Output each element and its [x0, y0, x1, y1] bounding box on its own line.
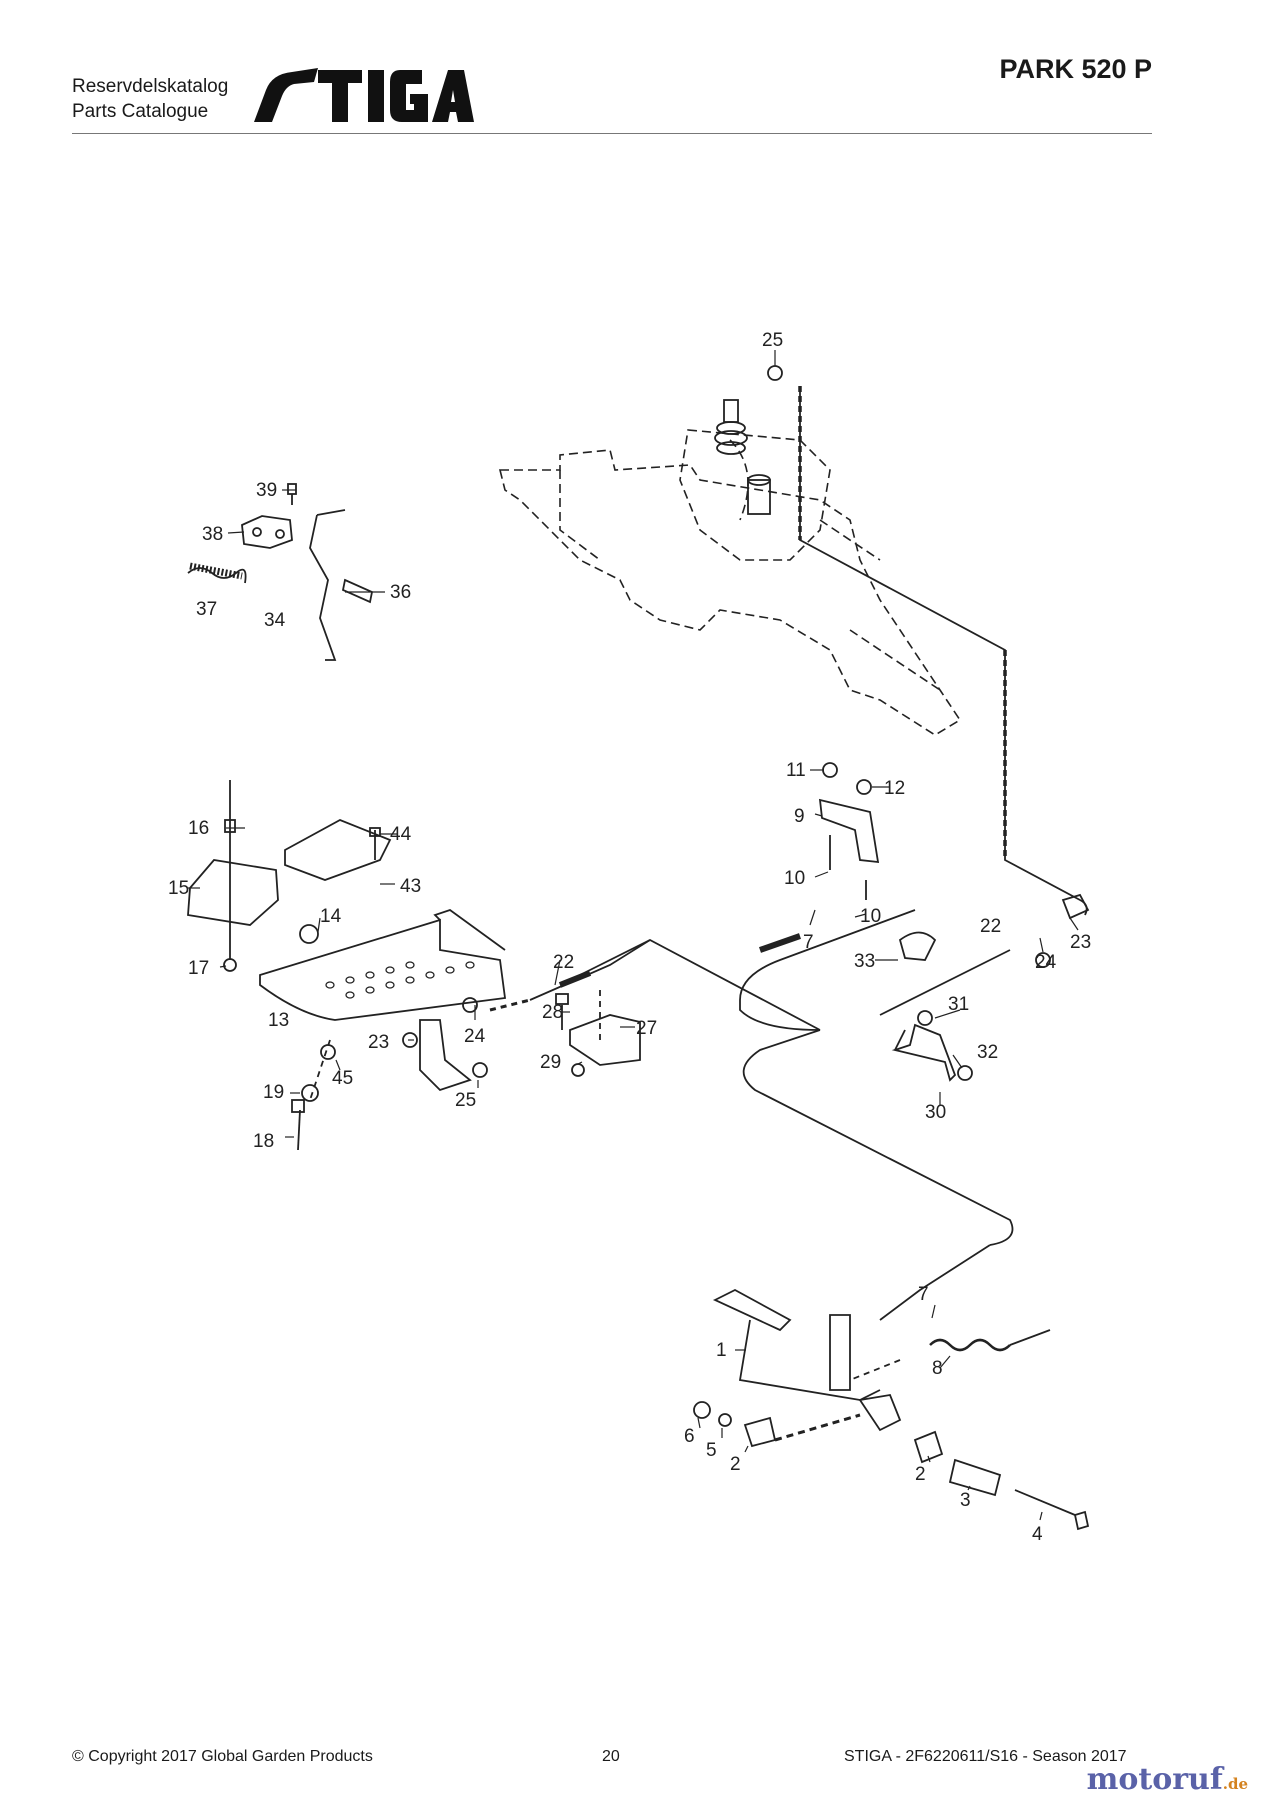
watermark-tld: .de — [1222, 1775, 1248, 1793]
callout: 25 — [455, 1090, 476, 1111]
header-rule — [72, 133, 1152, 134]
callout: 33 — [854, 951, 875, 972]
callout: 1 — [716, 1340, 727, 1361]
catalog-title-english: Parts Catalogue — [72, 101, 209, 122]
callout: 15 — [168, 878, 189, 899]
callout: 44 — [390, 824, 412, 845]
motoruf-watermark: motoruf.de — [1087, 1762, 1248, 1797]
transaxle-outline — [498, 429, 962, 736]
callout: 22 — [980, 916, 1001, 937]
callout: 3 — [960, 1490, 971, 1511]
callout: 4 — [1032, 1524, 1043, 1545]
watermark-name: motoruf — [1086, 1762, 1223, 1797]
stiga-logo — [254, 68, 474, 122]
callout: 11 — [786, 760, 806, 781]
callout: 34 — [264, 610, 286, 631]
callout: 10 — [784, 868, 805, 889]
callout: 5 — [706, 1440, 717, 1461]
callout: 9 — [794, 806, 805, 827]
callout: 7 — [803, 932, 814, 953]
callout: 13 — [268, 1010, 289, 1031]
callout: 2 — [915, 1464, 926, 1485]
callout: 23 — [1070, 932, 1091, 953]
callout: 22 — [553, 952, 574, 973]
callout: 12 — [884, 778, 905, 799]
callout: 14 — [320, 906, 342, 927]
callout: 24 — [1035, 952, 1057, 973]
footer-copyright: © Copyright 2017 Global Garden Products — [72, 1748, 373, 1765]
footer-page-number: 20 — [602, 1748, 620, 1765]
catalog-title-swedish: Reservdelskatalog — [72, 76, 229, 97]
callout: 43 — [400, 876, 421, 897]
model-name: PARK 520 P — [999, 54, 1152, 84]
callout: 16 — [188, 818, 209, 839]
callout: 7 — [918, 1284, 929, 1305]
callout: 39 — [256, 480, 277, 501]
callout: 27 — [636, 1018, 657, 1039]
nut-25-top — [767, 365, 783, 381]
callout: 29 — [540, 1052, 561, 1073]
cable-main — [799, 386, 1088, 916]
input-shaft — [714, 399, 771, 515]
callout: 25 — [762, 330, 783, 351]
callout: 32 — [977, 1042, 998, 1063]
callout: 38 — [202, 524, 223, 545]
callout: 37 — [196, 599, 217, 620]
footer-catalog-ref: STIGA - 2F6220611/S16 - Season 2017 — [844, 1748, 1127, 1765]
callout: 18 — [253, 1131, 274, 1152]
callout: 28 — [542, 1002, 563, 1023]
callout: 45 — [332, 1068, 353, 1089]
callout: 31 — [948, 994, 969, 1015]
callout: 2 — [730, 1454, 741, 1475]
callout: 24 — [464, 1026, 486, 1047]
callout: 36 — [390, 582, 411, 603]
callout: 30 — [925, 1102, 946, 1123]
callout: 19 — [263, 1082, 284, 1103]
catalog-title: Reservdelskatalog Parts Catalogue — [72, 74, 228, 124]
callout: 8 — [932, 1358, 943, 1379]
callout: 17 — [188, 958, 209, 979]
callout: 23 — [368, 1032, 389, 1053]
callout: 6 — [684, 1426, 695, 1447]
callout: 10 — [860, 906, 881, 927]
